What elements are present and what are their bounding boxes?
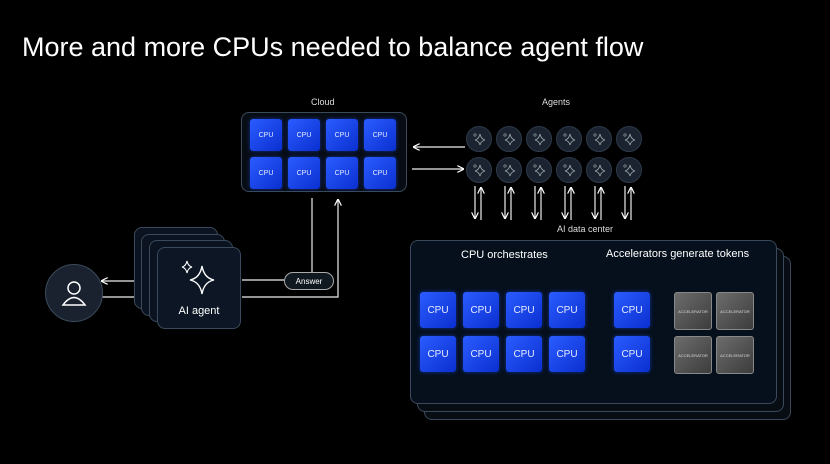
- datacenter-cpu-chip: CPU: [614, 292, 650, 328]
- sparkle-icon: [593, 133, 606, 146]
- cloud-cpu-chip: CPU: [364, 119, 396, 151]
- sparkle-icon: [563, 164, 576, 177]
- sparkle-icon: [473, 133, 486, 146]
- sparkle-icon: [533, 164, 546, 177]
- sparkle-icon: [623, 164, 636, 177]
- ai-agent-label: AI agent: [178, 305, 220, 317]
- agent-node: [586, 157, 612, 183]
- agent-node: [556, 157, 582, 183]
- agent-node: [586, 126, 612, 152]
- cpu-heading: CPU orchestrates: [461, 249, 548, 261]
- user-icon: [61, 281, 87, 306]
- datacenter-cpu-chip: CPU: [420, 336, 456, 372]
- cloud-label: Cloud: [311, 97, 335, 107]
- datacenter-cpu-chip: CPU: [506, 292, 542, 328]
- sparkle-icon: [473, 164, 486, 177]
- datacenter-cpu-chip: CPU: [463, 336, 499, 372]
- answer-pill: Answer: [284, 272, 334, 290]
- accelerator-heading: Accelerators generate tokens: [606, 248, 750, 260]
- cloud-cpu-chip: CPU: [364, 157, 396, 189]
- sparkle-icon: [181, 260, 215, 295]
- cloud-cpu-chip: CPU: [288, 157, 320, 189]
- accelerator-chip: ACCELERATOR: [716, 336, 754, 374]
- datacenter-panel: CPU orchestrates Accelerators generate t…: [410, 240, 777, 404]
- cloud-cpu-chip: CPU: [326, 157, 358, 189]
- accelerator-chip: ACCELERATOR: [674, 292, 712, 330]
- user-avatar: [45, 264, 103, 322]
- cloud-cpu-chip: CPU: [250, 157, 282, 189]
- datacenter-cpu-chip: CPU: [614, 336, 650, 372]
- ai-agent-card: AI agent: [157, 247, 241, 329]
- agent-node: [526, 126, 552, 152]
- agent-node: [526, 157, 552, 183]
- agent-node: [616, 126, 642, 152]
- agent-node: [616, 157, 642, 183]
- sparkle-icon: [503, 133, 516, 146]
- sparkle-icon: [593, 164, 606, 177]
- cloud-cpu-chip: CPU: [288, 119, 320, 151]
- datacenter-cpu-chip: CPU: [463, 292, 499, 328]
- datacenter-label: AI data center: [557, 224, 614, 234]
- accelerator-chip: ACCELERATOR: [716, 292, 754, 330]
- sparkle-icon: [533, 133, 546, 146]
- datacenter-cpu-chip: CPU: [420, 292, 456, 328]
- agent-node: [496, 126, 522, 152]
- datacenter-cpu-chip: CPU: [549, 336, 585, 372]
- agent-node: [466, 126, 492, 152]
- datacenter-cpu-chip: CPU: [549, 292, 585, 328]
- datacenter-cpu-chip: CPU: [506, 336, 542, 372]
- sparkle-icon: [563, 133, 576, 146]
- cloud-cpu-chip: CPU: [250, 119, 282, 151]
- accelerator-chip: ACCELERATOR: [674, 336, 712, 374]
- agent-node: [496, 157, 522, 183]
- slide-title: More and more CPUs needed to balance age…: [22, 32, 644, 62]
- cloud-cpu-chip: CPU: [326, 119, 358, 151]
- sparkle-icon: [623, 133, 636, 146]
- agents-label: Agents: [542, 97, 571, 107]
- agent-node: [466, 157, 492, 183]
- agent-node: [556, 126, 582, 152]
- sparkle-icon: [503, 164, 516, 177]
